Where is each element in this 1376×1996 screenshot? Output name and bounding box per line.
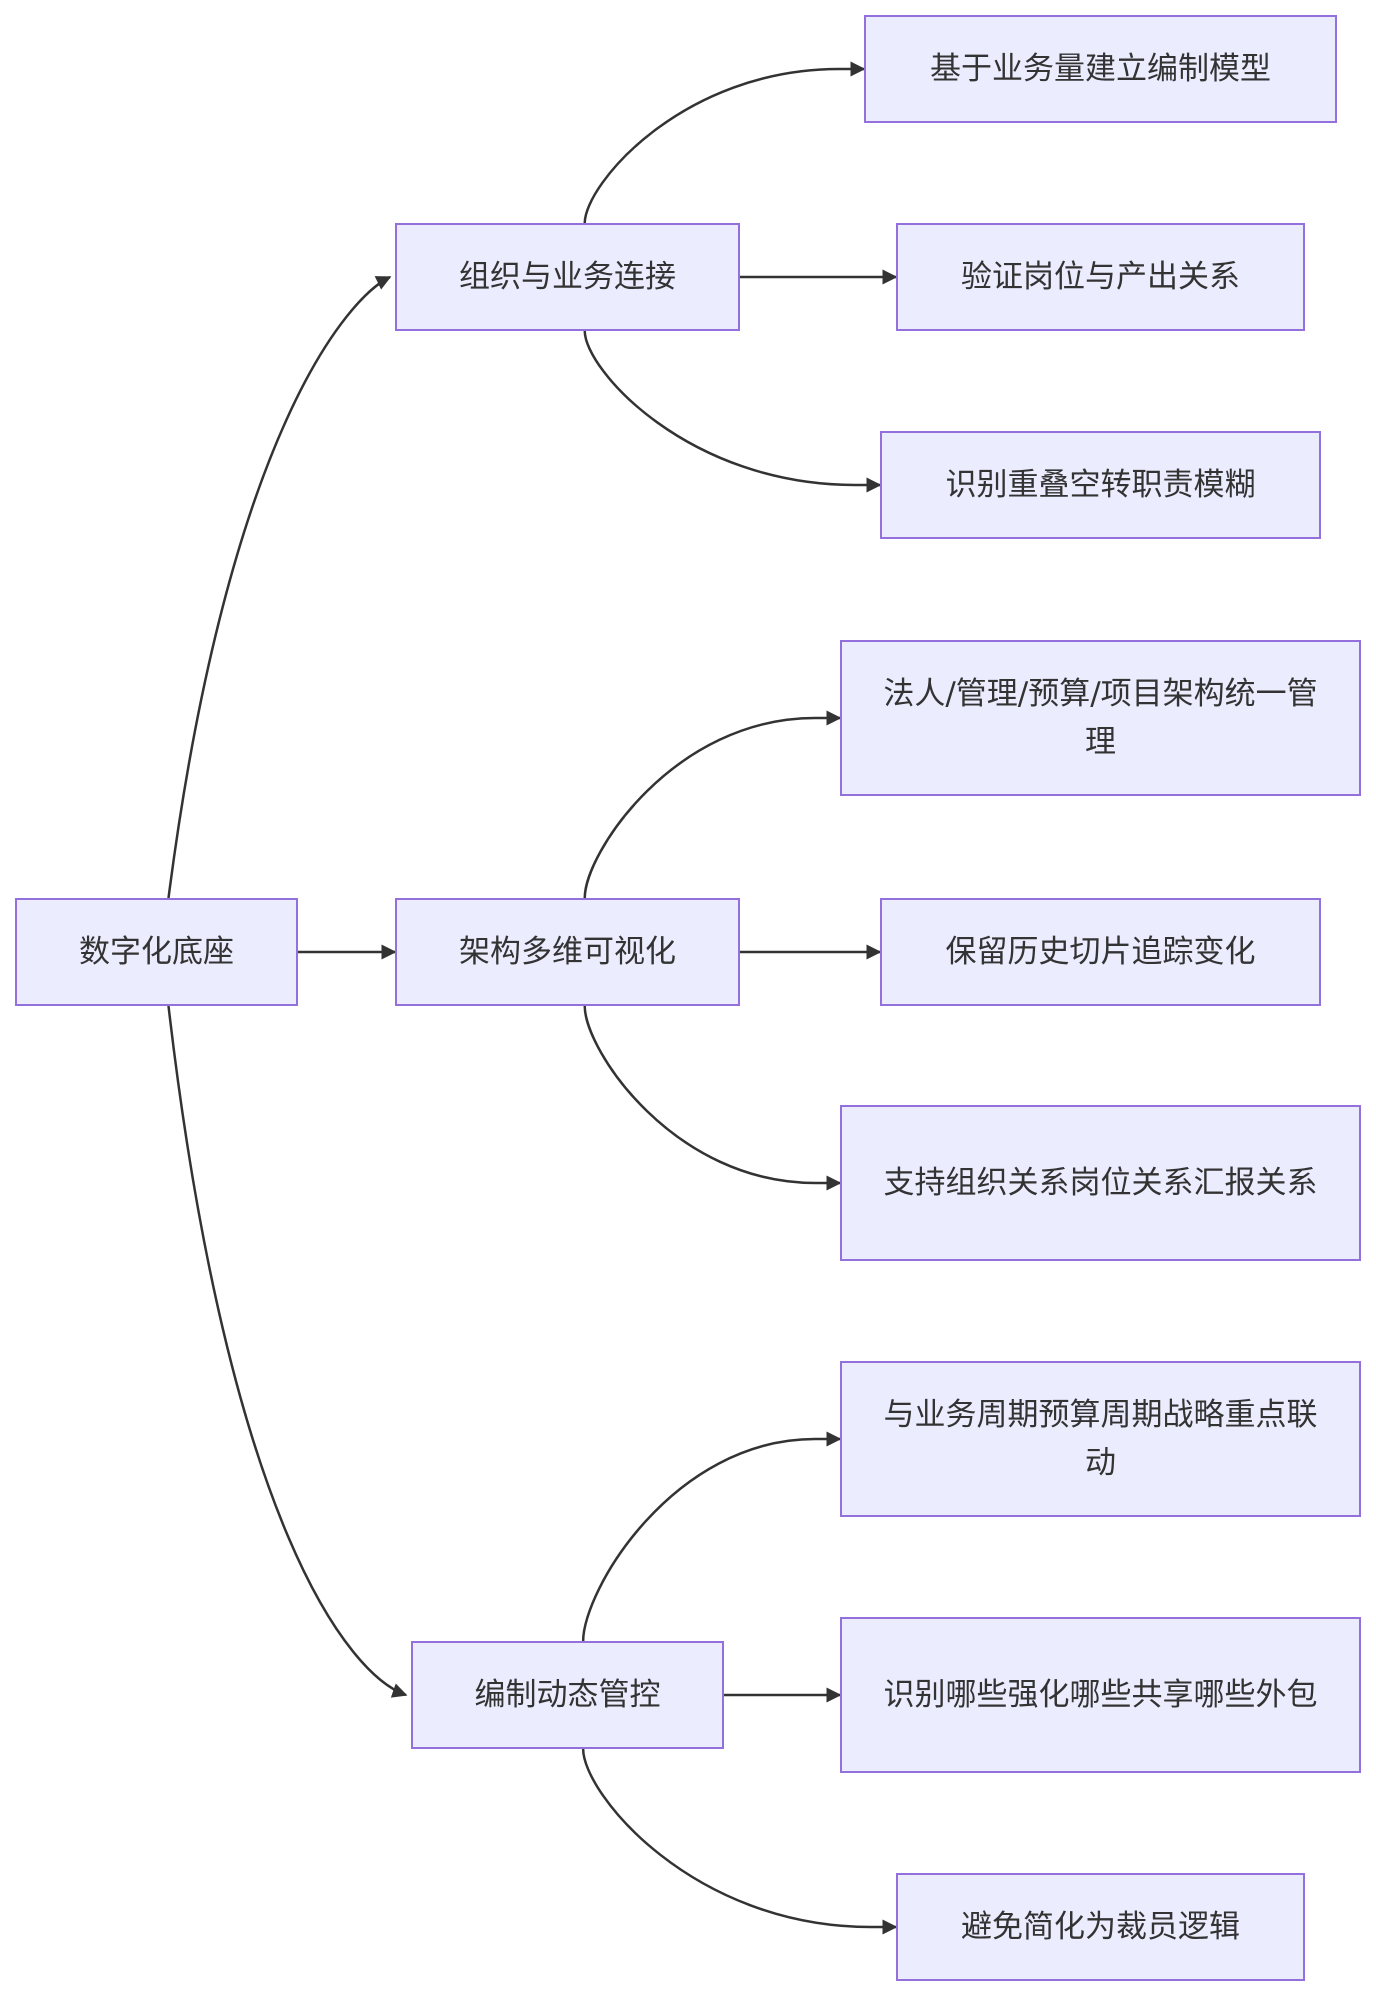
node-leaf-1-2: 验证岗位与产出关系 [896, 223, 1305, 331]
node-leaf-1-1-label: 基于业务量建立编制模型 [930, 51, 1271, 87]
node-leaf-3-2-label: 识别哪些强化哪些共享哪些外包 [883, 1677, 1318, 1713]
node-leaf-2-1-label: 法人/管理/预算/项目架构统一管理 [883, 676, 1318, 760]
node-leaf-3-3: 避免简化为裁员逻辑 [896, 1873, 1305, 1981]
node-leaf-2-2-label: 保留历史切片追踪变化 [945, 934, 1256, 970]
node-leaf-1-1: 基于业务量建立编制模型 [864, 15, 1337, 123]
edge-branch_3-to-leaf_3_1 [581, 1431, 842, 1642]
edge-root-to-branch_1 [167, 275, 392, 899]
node-leaf-2-2: 保留历史切片追踪变化 [880, 898, 1321, 1006]
node-leaf-2-3-label: 支持组织关系岗位关系汇报关系 [883, 1165, 1318, 1201]
node-leaf-3-1-label: 与业务周期预算周期战略重点联动 [883, 1397, 1318, 1481]
node-branch-1-label: 组织与业务连接 [459, 259, 676, 295]
node-leaf-1-3-label: 识别重叠空转职责模糊 [945, 467, 1256, 503]
node-branch-2: 架构多维可视化 [395, 898, 740, 1006]
edge-branch_2-to-leaf_2_1 [583, 710, 842, 899]
node-leaf-3-1: 与业务周期预算周期战略重点联动 [840, 1361, 1361, 1517]
node-branch-2-label: 架构多维可视化 [459, 934, 676, 970]
node-leaf-2-1: 法人/管理/预算/项目架构统一管理 [840, 640, 1361, 796]
node-leaf-1-2-label: 验证岗位与产出关系 [961, 259, 1240, 295]
node-leaf-1-3: 识别重叠空转职责模糊 [880, 431, 1321, 539]
edge-branch_3-to-leaf_3_3 [581, 1748, 898, 1935]
node-branch-3-label: 编制动态管控 [474, 1677, 661, 1713]
node-leaf-3-3-label: 避免简化为裁员逻辑 [961, 1909, 1240, 1945]
edge-branch_1-to-leaf_1_3 [583, 330, 882, 493]
node-root-label: 数字化底座 [79, 934, 234, 970]
edge-root-to-branch_3 [167, 1005, 408, 1698]
node-branch-3: 编制动态管控 [411, 1641, 724, 1749]
node-root: 数字化底座 [15, 898, 298, 1006]
node-leaf-3-2: 识别哪些强化哪些共享哪些外包 [840, 1617, 1361, 1773]
node-branch-1: 组织与业务连接 [395, 223, 740, 331]
node-leaf-2-3: 支持组织关系岗位关系汇报关系 [840, 1105, 1361, 1261]
edge-branch_1-to-leaf_1_1 [583, 61, 866, 224]
edge-branch_2-to-leaf_2_3 [583, 1005, 842, 1191]
